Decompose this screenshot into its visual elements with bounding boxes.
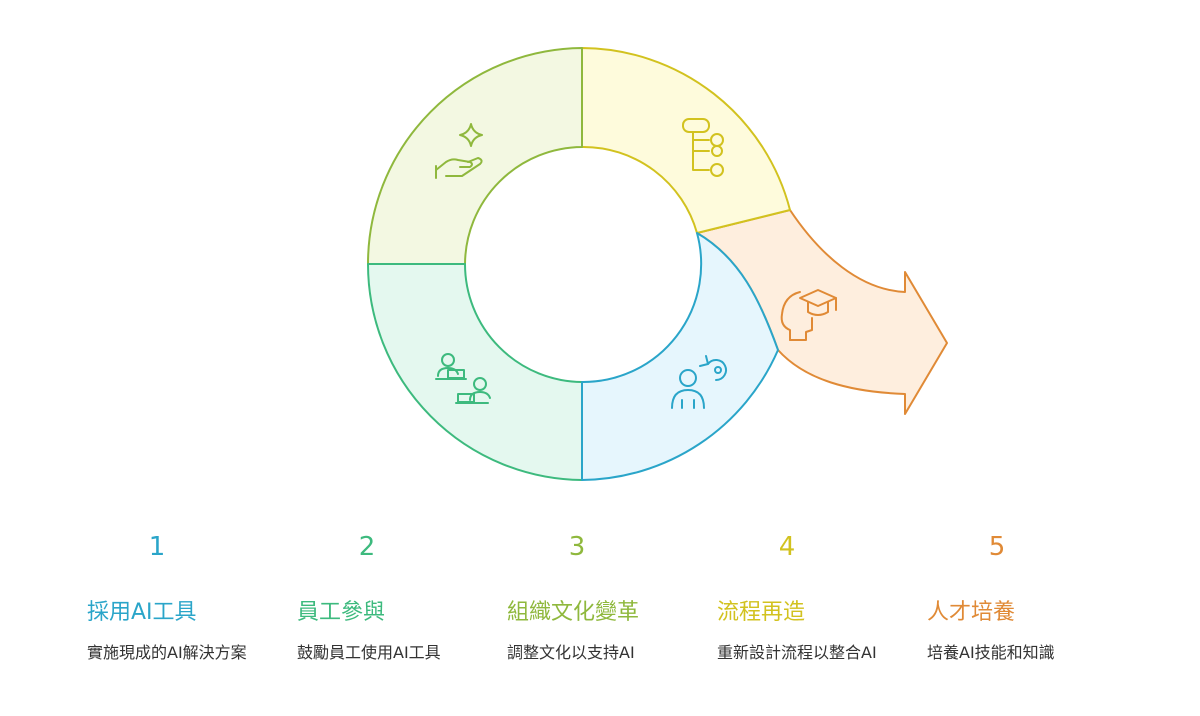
step-number: 1	[148, 532, 166, 562]
step-title: 流程再造	[717, 600, 806, 625]
step-description: 培養AI技能和知識	[927, 643, 1055, 662]
segment-adopt	[581, 232, 779, 481]
segment-process	[581, 47, 791, 234]
step-description: 重新設計流程以整合AI	[717, 643, 877, 662]
step-5: 5 人才培養培養AI技能和知識	[927, 530, 1117, 664]
people-laptops-icon	[435, 353, 491, 404]
step-description: 實施現成的AI解決方案	[87, 643, 247, 662]
step-3: 3 組織文化變革調整文化以支持AI	[507, 530, 697, 664]
step-title: 員工參與	[297, 600, 386, 625]
flowchart-icon	[682, 118, 724, 177]
hand-star-icon	[435, 123, 483, 179]
step-description: 鼓勵員工使用AI工具	[297, 643, 441, 662]
step-2: 2 員工參與鼓勵員工使用AI工具	[297, 530, 487, 664]
step-1: 1 採用AI工具實施現成的AI解決方案	[87, 530, 277, 664]
segment-culture	[367, 47, 583, 265]
step-number: 5	[988, 532, 1006, 562]
step-number: 3	[568, 532, 586, 562]
step-title: 人才培養	[927, 600, 1016, 625]
segment-employee	[367, 263, 583, 481]
step-4: 4 流程再造重新設計流程以整合AI	[717, 530, 907, 664]
step-title: 組織文化變革	[507, 600, 640, 625]
step-number: 4	[778, 532, 796, 562]
step-title: 採用AI工具	[87, 600, 197, 625]
step-description: 調整文化以支持AI	[507, 643, 635, 662]
graduate-head-icon	[780, 289, 837, 341]
person-refresh-icon	[671, 355, 727, 409]
step-number: 2	[358, 532, 376, 562]
